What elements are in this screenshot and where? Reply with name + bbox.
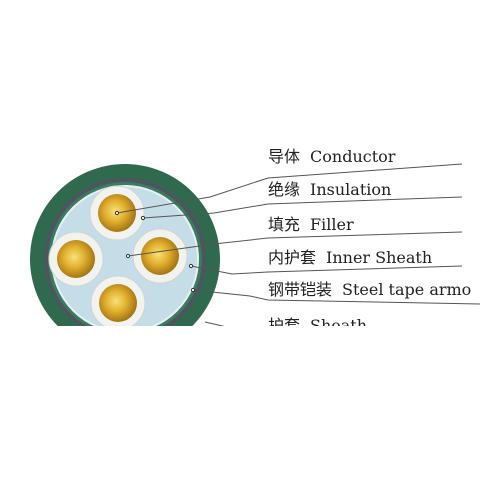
image-crop-mask (0, 326, 500, 500)
leader-filler (127, 231, 463, 257)
leader-conductor (116, 163, 463, 214)
leader-inner-sheath (190, 265, 463, 275)
core-right (132, 228, 188, 284)
leader-armor (192, 289, 481, 305)
leader-insulation (142, 196, 463, 219)
core-left (48, 231, 104, 287)
core-bottom (90, 275, 146, 331)
